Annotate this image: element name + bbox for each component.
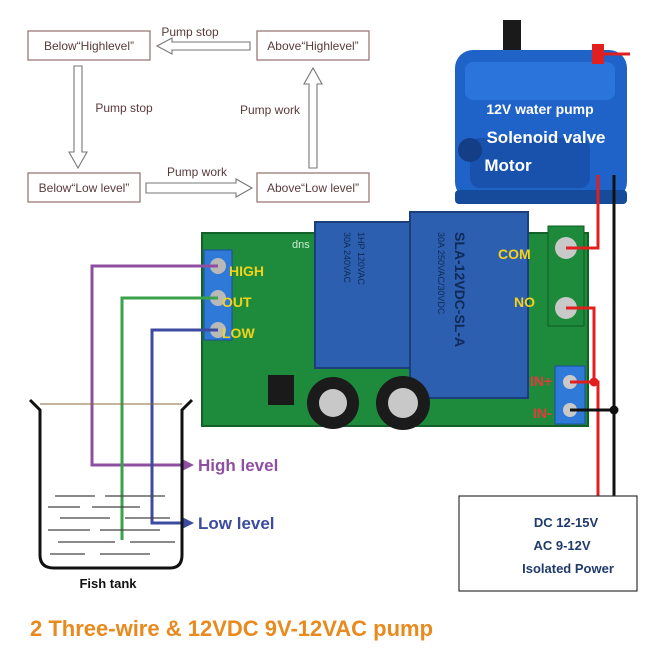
high-wire (90, 264, 218, 467)
low-level-label: Low level (198, 514, 275, 533)
flow-arrow-up-icon (303, 66, 323, 169)
flow-chart: Below“Highlevel” Above“Highlevel” Below“… (27, 25, 370, 203)
flow-box-above-low-label: Above“Low level” (267, 181, 359, 195)
out-wire (120, 296, 218, 540)
tank-outline (28, 398, 194, 570)
terminal-com-label: COM (498, 246, 531, 262)
sensor-wires (90, 264, 218, 540)
pump-label-motor: Motor (484, 156, 532, 175)
footer-caption: 2 Three-wire & 12VDC 9V-12VAC pump (30, 616, 433, 641)
fish-tank-label: Fish tank (79, 576, 137, 591)
junction-plus (589, 377, 599, 387)
flow-label-bottom: Pump work (167, 165, 228, 179)
terminal-out-label: OUT (222, 294, 252, 310)
terminal-high-label: HIGH (229, 263, 264, 279)
flow-label-top: Pump stop (161, 25, 219, 39)
relay-rating-1: 30A 250VAC/30VDC (436, 232, 446, 315)
high-level-arrow-icon (182, 459, 194, 471)
high-level-label: High level (198, 456, 278, 475)
flow-box-above-high (256, 30, 370, 61)
power-line-3: Isolated Power (522, 561, 614, 576)
water-pump: 12V water pump Solenoid valve Motor (455, 20, 627, 204)
terminal-low-label: LOW (222, 325, 255, 341)
flow-label-left: Pump stop (95, 101, 153, 115)
flow-label-right: Pump work (240, 103, 301, 117)
flow-box-above-high-label: Above“Highlevel” (267, 39, 358, 53)
relay-rating-3: 30A 240VAC (342, 232, 352, 283)
flow-box-below-low-label: Below“Low level” (39, 181, 130, 195)
junction-minus (609, 405, 619, 415)
pump-label-solenoid: Solenoid valve (486, 128, 605, 147)
flow-box-below-high (27, 30, 151, 61)
power-line-1: DC 12-15V (534, 515, 599, 530)
input-plus-label: IN+ (530, 373, 552, 389)
com-wire (566, 175, 600, 250)
relay-model: SLA-12VDC-SL-A (452, 232, 468, 347)
relay-rating-2: 1HP 120VAC (356, 232, 366, 285)
terminal-no-label: NO (514, 294, 535, 310)
ic-chip (268, 375, 294, 405)
power-box: DC 12-15V AC 9-12V Isolated Power (458, 495, 638, 592)
low-wire (150, 328, 218, 525)
input-minus-label: IN- (533, 405, 552, 421)
relay-board: dns SLA-12VDC-SL-A 30A 250VAC/30VDC 1HP … (201, 211, 589, 430)
power-line-2: AC 9-12V (533, 538, 590, 553)
pump-label-12v: 12V water pump (486, 101, 593, 117)
flow-arrow-down-icon (68, 65, 88, 170)
fish-tank: Fish tank (28, 398, 194, 591)
flow-box-below-low (27, 172, 141, 203)
power-box-frame (458, 495, 638, 592)
no-wire (566, 306, 596, 382)
flow-box-above-low (256, 172, 370, 203)
flow-arrow-right-icon (145, 178, 254, 198)
flow-box-below-high-label: Below“Highlevel” (44, 39, 134, 53)
low-level-arrow-icon (182, 517, 194, 529)
flow-arrow-left-icon (155, 37, 251, 55)
board-brand: dns (292, 239, 310, 251)
